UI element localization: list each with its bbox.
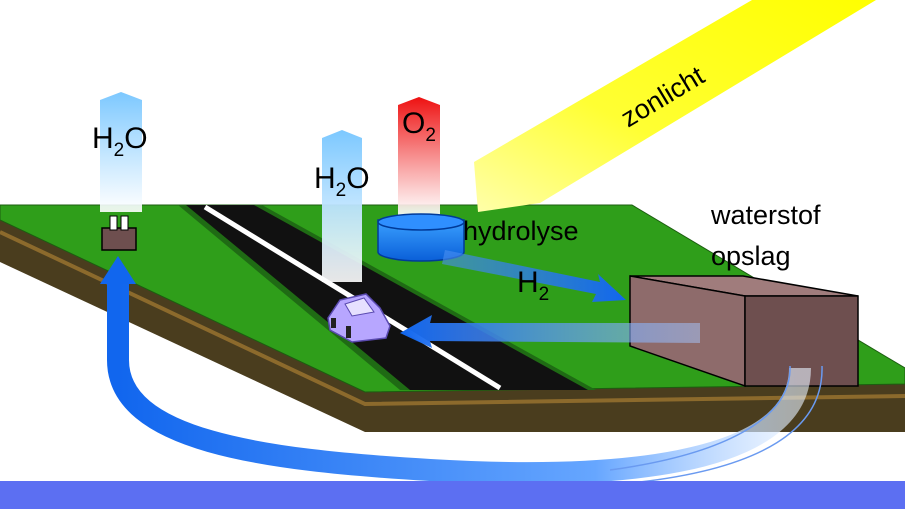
vapor-arrow-left [100,92,142,212]
storage-label-line1: waterstof [710,200,821,230]
hydrolysis-label: hydrolyse [463,216,579,246]
factory-body [101,227,137,251]
h2o-label-middle: H2O [314,162,370,201]
car-body [327,293,391,343]
sunlight-band [474,0,876,212]
road-surface [186,205,588,390]
sunlight-beam: zonlicht [474,0,876,212]
return-loop-arrowhead [100,256,136,284]
return-loop-thin-line-2 [639,365,823,483]
o2-label: O2 [402,107,436,146]
car-wheel-front [331,318,336,328]
hydrogen-to-storage: H2 [442,250,626,305]
oxygen-arrow [398,97,440,215]
bottom-band [0,481,905,509]
h2-label: H2 [517,266,549,305]
water-vapor-left: H2O [92,92,148,212]
water-vapor-middle: H2O [314,130,370,282]
hydrogen-to-car-arrow [400,315,700,348]
oxygen-release: O2 [398,97,440,215]
factory-chimney-left [109,215,118,231]
hydrolysis-basin: hydrolyse [377,213,579,262]
vapor-arrow-middle [322,130,362,282]
factory-chimney-right [120,215,129,231]
return-water-loop [100,256,823,485]
car-windshield [344,297,375,317]
return-loop-path [107,282,811,485]
storage-label-line2: opslag [711,241,791,271]
return-loop-thin-line-1 [609,365,791,471]
car [327,293,391,343]
storage-side-face [744,295,859,387]
h2-arrow [442,250,626,302]
factory [101,215,137,251]
h2o-label-left: H2O [92,122,148,161]
basin-water-surface [377,213,465,231]
car-wheel-rear [346,326,351,338]
